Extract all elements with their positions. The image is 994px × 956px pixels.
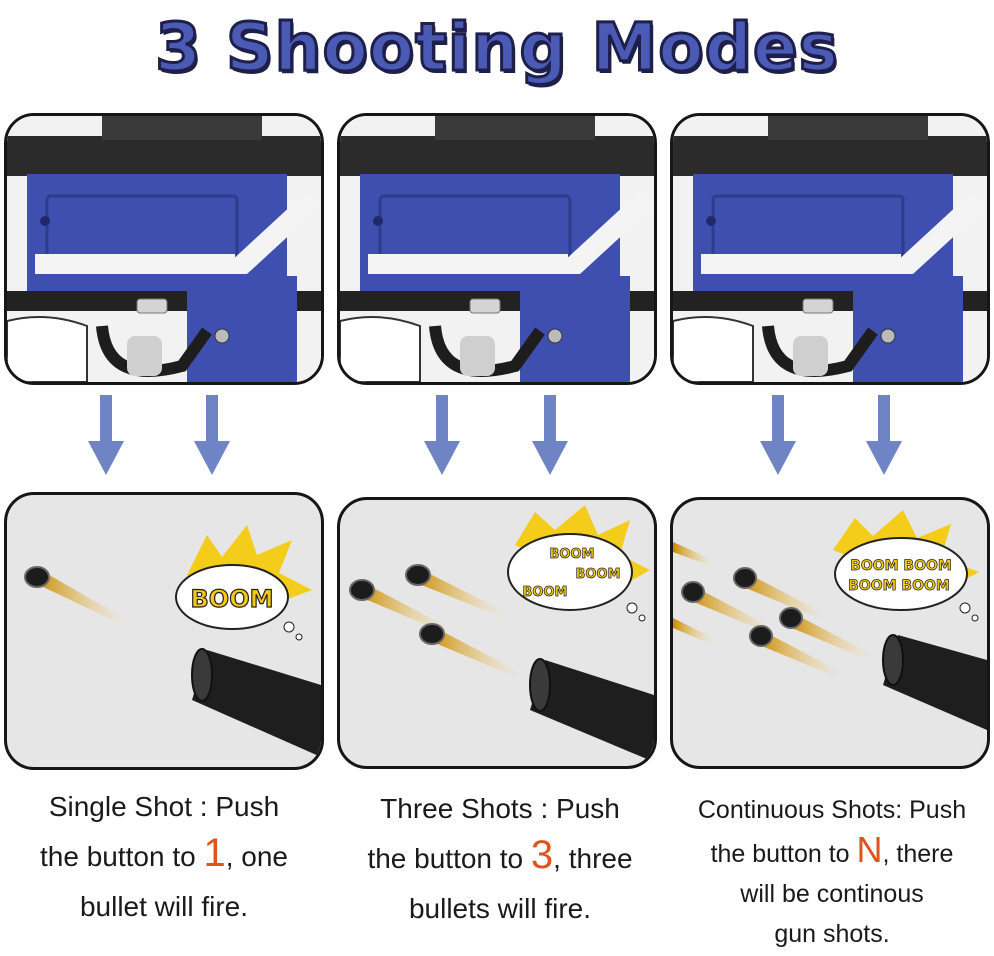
boom-text: BOOM: [576, 567, 621, 582]
caption-text: the button to: [40, 841, 204, 872]
down-arrow-icon: [760, 395, 796, 475]
gun-barrel: [529, 658, 654, 762]
selector-panel-continuous: [670, 113, 990, 385]
caption-line: Continuous Shots: Push: [697, 796, 967, 824]
selector-panel-three: [337, 113, 657, 385]
caption-line: bullet will fire.: [79, 891, 249, 922]
caption-line: Three Shots : Push: [380, 793, 620, 824]
caption-line: bullets will fire.: [408, 893, 592, 924]
bullet: [405, 564, 506, 618]
firing-panel-three: BOOM BOOM BOOM: [337, 497, 657, 769]
gun-barrel: [882, 634, 987, 730]
caption-line: the button to N, there: [670, 830, 994, 874]
bullet: [733, 567, 825, 620]
down-arrow-icon: [88, 395, 124, 475]
mode-number: 3: [530, 833, 554, 877]
caption-three-shots: Three Shots : Push the button to 3, thre…: [335, 784, 665, 934]
bullet: [681, 581, 773, 634]
boom-text: BOOM: [523, 585, 568, 600]
boom-text: BOOM BOOM: [848, 578, 950, 594]
explosion-burst-icon: [175, 525, 312, 641]
bullet: [749, 625, 841, 678]
caption-line: the button to 3, three: [335, 834, 665, 884]
caption-single-shot: Single Shot : Push the button to 1, one …: [0, 782, 328, 932]
caption-line: gun shots.: [774, 920, 890, 948]
gun-closeup-image: [340, 116, 654, 382]
caption-text: the button to: [710, 840, 857, 868]
explosion-burst-icon: [833, 510, 979, 622]
bullet: [24, 566, 127, 626]
boom-text: BOOM: [191, 585, 274, 613]
down-arrow-icon: [866, 395, 902, 475]
down-arrow-icon: [424, 395, 460, 475]
down-arrow-icon: [194, 395, 230, 475]
caption-continuous-shots: Continuous Shots: Push the button to N, …: [670, 790, 994, 954]
gun-closeup-image: [7, 116, 321, 382]
caption-text: , three: [553, 843, 633, 874]
firing-panel-continuous: BOOM BOOM BOOM BOOM: [670, 497, 990, 769]
boom-text: BOOM: [550, 547, 595, 562]
gun-closeup-image: [673, 116, 987, 382]
mode-number: 1: [203, 831, 226, 875]
boom-text: BOOM BOOM: [850, 558, 952, 574]
page-title: 3 Shooting Modes: [154, 8, 840, 88]
firing-panel-single: BOOM: [4, 492, 324, 770]
selector-panel-single: [4, 113, 324, 385]
bullet: [779, 607, 871, 660]
caption-line: will be continous: [740, 880, 924, 908]
mode-number: N: [856, 829, 883, 870]
gun-barrel: [191, 648, 321, 757]
firing-illustration: BOOM: [24, 525, 321, 757]
firing-illustration: BOOM BOOM BOOM: [349, 505, 654, 762]
caption-text: , one: [225, 841, 288, 872]
firing-illustration: BOOM BOOM BOOM BOOM: [673, 510, 987, 730]
caption-text: , there: [882, 840, 954, 868]
caption-text: the button to: [367, 843, 531, 874]
caption-line: the button to 1, one: [0, 832, 328, 882]
explosion-burst-icon: [507, 505, 650, 622]
caption-line: Single Shot : Push: [48, 791, 280, 822]
bullet: [349, 579, 450, 634]
down-arrow-icon: [532, 395, 568, 475]
bullet: [419, 623, 520, 678]
